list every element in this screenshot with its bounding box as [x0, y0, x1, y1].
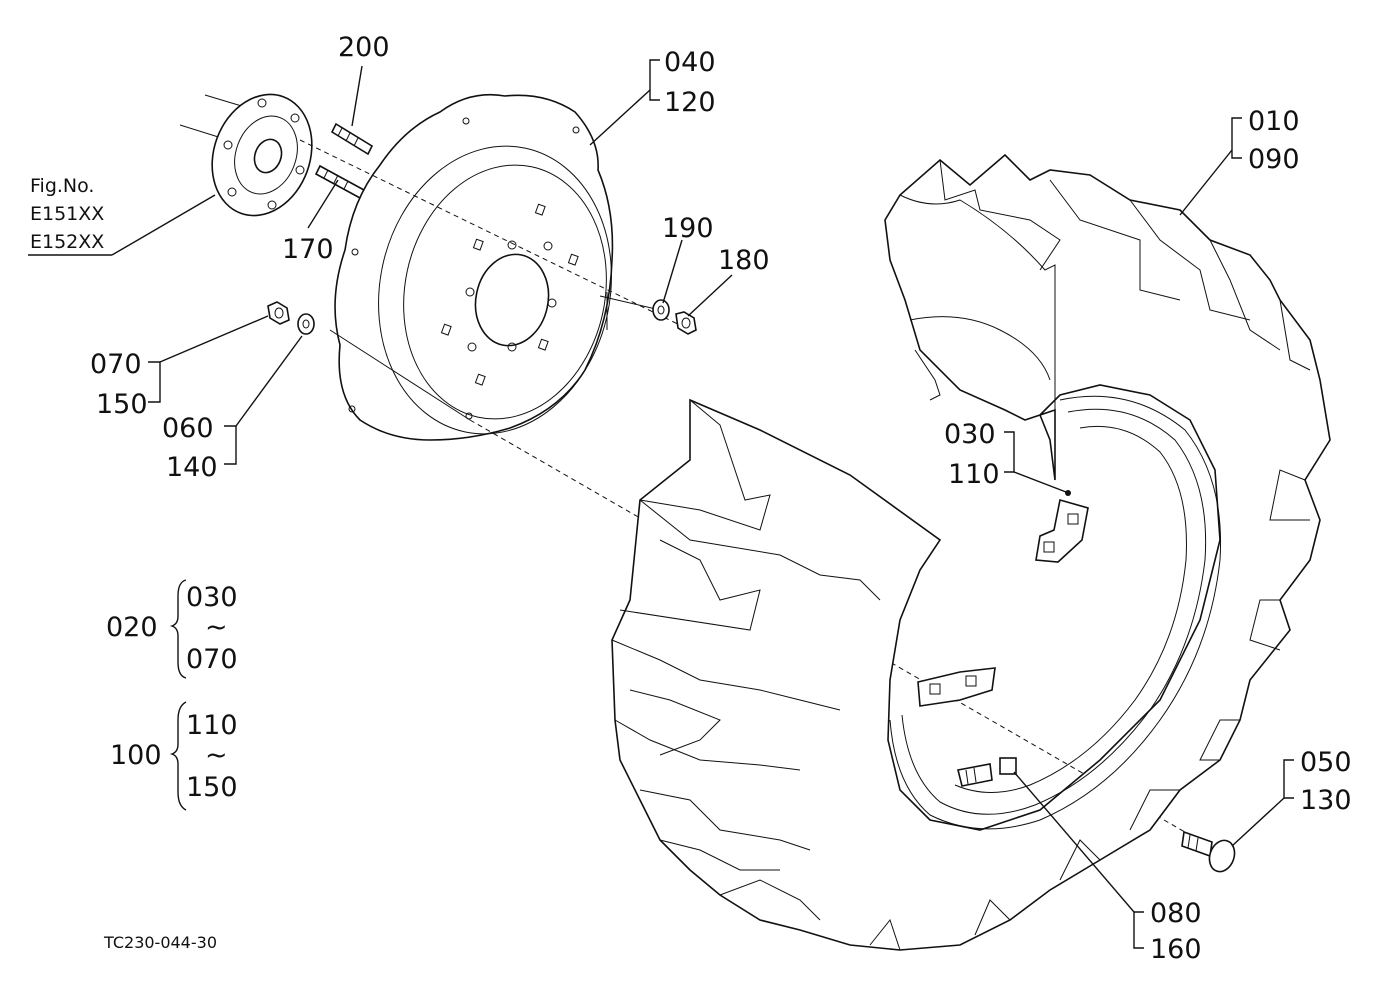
washer-060	[297, 313, 315, 335]
hex-nut-180	[675, 311, 697, 335]
bolt-080	[957, 757, 1017, 787]
callout-130: 130	[1300, 785, 1352, 816]
callout-200: 200	[338, 32, 390, 63]
callout-110: 110	[948, 459, 1000, 490]
callout-070: 070	[90, 349, 142, 380]
wheel-disc	[334, 93, 614, 441]
leader-lines	[28, 59, 1294, 949]
group-parent-020: 020	[106, 612, 158, 643]
callout-140: 140	[166, 452, 218, 483]
group-020-from: 030	[186, 582, 238, 613]
callout-030: 030	[944, 419, 996, 450]
callout-150: 150	[96, 389, 148, 420]
callout-010: 010	[1248, 106, 1300, 137]
drawing-code: TC230-044-30	[103, 933, 217, 952]
callout-labels: 200 170 040 120 010 090 190 180 070 150 …	[90, 32, 1352, 965]
fig-no-label: Fig.No.	[30, 175, 94, 197]
group-020-tilde: ~	[205, 612, 228, 643]
callout-190: 190	[662, 213, 714, 244]
group-100-tilde: ~	[205, 740, 228, 771]
stud-bolt-200	[330, 122, 374, 156]
callout-120: 120	[664, 87, 716, 118]
group-parent-100: 100	[110, 740, 162, 771]
tire	[611, 153, 1331, 951]
callout-080: 080	[1150, 898, 1202, 929]
callout-170: 170	[282, 234, 334, 265]
group-100: 100 110 ~ 150	[110, 710, 238, 803]
fig-no-e152: E152XX	[30, 231, 104, 253]
callout-050: 050	[1300, 747, 1352, 778]
fig-no-e151: E151XX	[30, 203, 104, 225]
rim-clamp-upper	[1035, 490, 1089, 563]
group-020-to: 070	[186, 644, 238, 675]
axle-flange-hub	[179, 93, 313, 217]
stud-bolt-170	[314, 164, 366, 200]
callout-180: 180	[718, 245, 770, 276]
hex-nut-070	[267, 301, 290, 325]
group-100-to: 150	[186, 772, 238, 803]
callout-040: 040	[664, 47, 716, 78]
rim-clamp-lower	[917, 667, 996, 707]
callout-160: 160	[1150, 934, 1202, 965]
callout-090: 090	[1248, 144, 1300, 175]
figure-reference: Fig.No. E151XX E152XX	[30, 175, 104, 253]
callout-060: 060	[162, 413, 214, 444]
group-020: 020 030 ~ 070	[106, 582, 238, 675]
group-100-from: 110	[186, 710, 238, 741]
lock-washer-190	[652, 299, 670, 321]
bolt-050	[1181, 830, 1236, 873]
